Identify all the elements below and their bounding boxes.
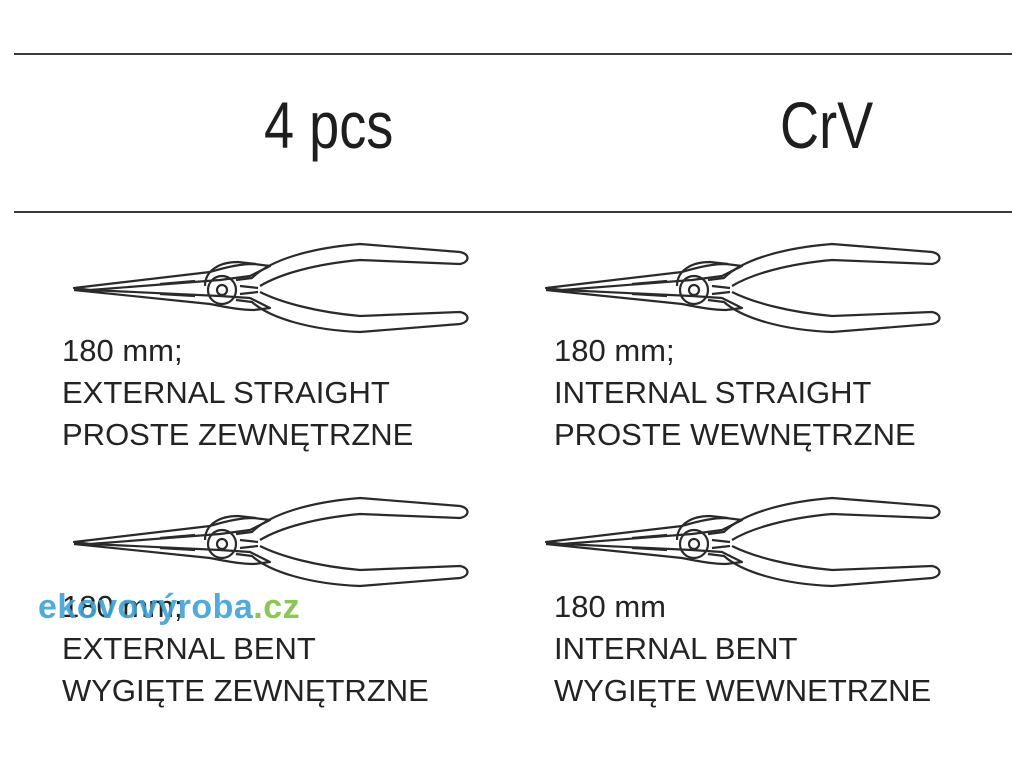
material-label: CrV bbox=[780, 88, 874, 162]
item-name-pl: PROSTE ZEWNĘTRZNE bbox=[62, 417, 414, 452]
pliers-icon bbox=[544, 496, 941, 588]
item-size: 180 mm bbox=[554, 589, 666, 624]
pliers-icon bbox=[72, 242, 469, 334]
item-size: 180 mm; bbox=[62, 589, 183, 624]
pliers-icon bbox=[72, 496, 469, 588]
item-size: 180 mm; bbox=[62, 333, 183, 368]
item-size: 180 mm; bbox=[554, 333, 675, 368]
pliers-icon bbox=[544, 242, 941, 334]
item-name-en: INTERNAL STRAIGHT bbox=[554, 375, 872, 410]
watermark-main: ekovovýroba bbox=[38, 588, 254, 626]
item-name-en: INTERNAL BENT bbox=[554, 631, 798, 666]
item-name-en: EXTERNAL BENT bbox=[62, 631, 316, 666]
watermark-logo: ekovovýroba.cz bbox=[38, 588, 300, 627]
item-name-pl: PROSTE WEWNĘTRZNE bbox=[554, 417, 916, 452]
bottom-divider bbox=[14, 211, 1012, 213]
item-name-pl: WYGIĘTE ZEWNĘTRZNE bbox=[62, 673, 429, 708]
watermark-tld: .cz bbox=[253, 588, 301, 626]
item-name-en: EXTERNAL STRAIGHT bbox=[62, 375, 390, 410]
quantity-label: 4 pcs bbox=[264, 88, 394, 162]
top-divider bbox=[14, 53, 1012, 55]
item-name-pl: WYGIĘTE WEWNETRZNE bbox=[554, 673, 932, 708]
